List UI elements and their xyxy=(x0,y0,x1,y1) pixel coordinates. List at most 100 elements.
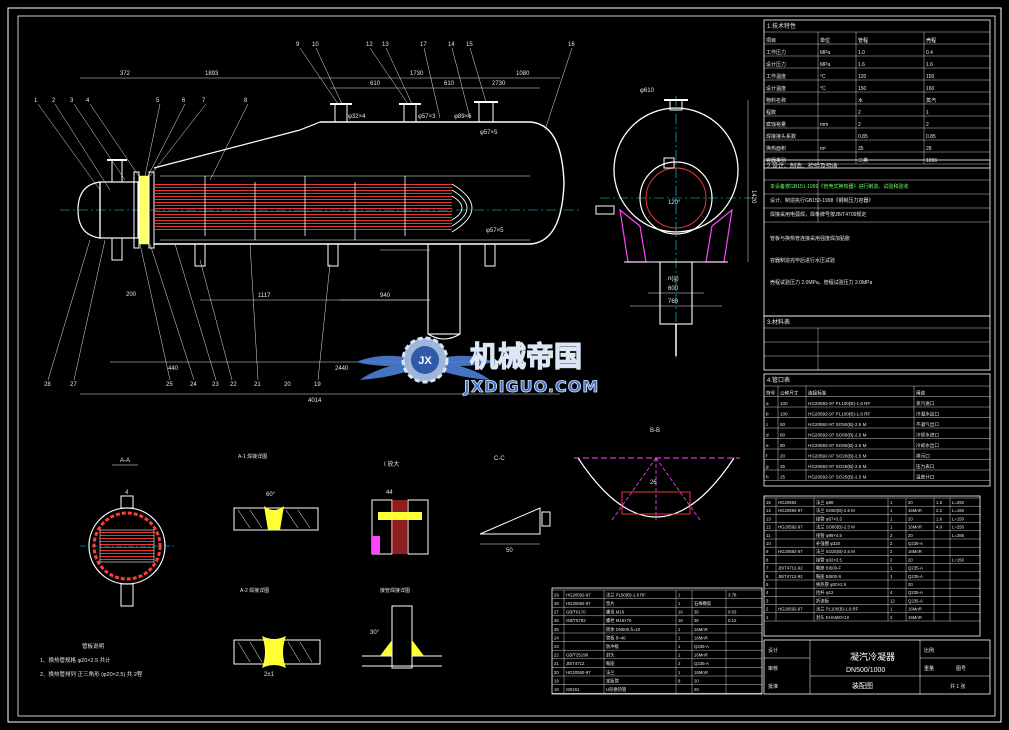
detail-bb-note: 26 xyxy=(650,480,657,486)
table-cell: HG20592-97 PL100(B)-1.6 RF xyxy=(808,401,870,406)
table-cell: 10 xyxy=(766,541,771,546)
table-cell: 2 xyxy=(766,607,769,612)
table-cell: 压力表口 xyxy=(916,463,935,470)
table-cell: JB/T4712 xyxy=(566,661,585,666)
table-cell: 4 xyxy=(890,590,893,595)
u-bend-3 xyxy=(451,195,463,221)
table-cell: 27 xyxy=(554,610,559,615)
table-cell: 2 xyxy=(890,549,893,554)
table-header-cell: 单位 xyxy=(820,37,830,44)
nozzle-bottom-3 xyxy=(484,243,496,267)
nozzle-label-1: φ32×4 xyxy=(348,114,366,120)
table-cell: Q235-A xyxy=(908,541,923,546)
table-cell: 接管 φ32×3.5 xyxy=(816,556,842,563)
callout-left-5: 5 xyxy=(156,98,160,104)
table-cell: 工作压力 xyxy=(766,49,786,56)
table-cell: 16 xyxy=(678,618,683,623)
table-cell: 0.12 xyxy=(728,618,737,623)
detail-bb-box xyxy=(621,491,691,515)
table-cell: 折流板 xyxy=(816,597,830,604)
table-cell: b xyxy=(766,411,769,416)
table-cell: 1 xyxy=(926,110,929,116)
side-left-nozzle xyxy=(595,205,615,215)
detail-cc-title: C-C xyxy=(494,456,505,462)
table-cell: 蒸汽 xyxy=(926,97,936,104)
callout-bottom-1: 28 xyxy=(44,382,51,388)
detail-aa-note: 4 xyxy=(125,490,129,496)
u-bend-2 xyxy=(451,189,468,227)
table-cell: 法兰 PL100(B)-1.6 RF xyxy=(816,606,859,613)
detail-aa-nozzle-bottom xyxy=(120,583,134,607)
detail-a1-weld-bead xyxy=(264,506,284,530)
detail-a2-weld: A-2 焊接详图 2±1 xyxy=(233,587,321,678)
table-cell: 1.5 xyxy=(936,500,943,505)
table-cell: U形换热管 xyxy=(606,686,627,693)
table-cell: 水 xyxy=(858,97,863,104)
table-cell: 15 xyxy=(766,500,771,505)
title-block: 凝汽冷凝器 DN500/1000 装配图 设计 审核 批准 比例 重量 图号 共… xyxy=(763,639,991,695)
table-cell: 2 xyxy=(890,541,893,546)
table-cell: L=150 xyxy=(952,516,965,521)
table-cell: 100 xyxy=(780,411,788,416)
table-cell: 法兰 SO25(B)-2.5 M xyxy=(816,548,855,555)
table-cell: 2 xyxy=(678,661,681,666)
table-cell: HG20592-97 xyxy=(778,508,803,513)
dim-bottom-2: 940 xyxy=(380,293,391,299)
table-cell: GB151 xyxy=(566,687,580,692)
nozzle-table-border xyxy=(763,373,991,487)
detail-a2-weld-bead xyxy=(262,636,286,668)
table-cell: GB/T25198 xyxy=(566,653,589,658)
detail-a1-hatch xyxy=(237,509,311,529)
table-cell: 2 xyxy=(890,615,893,620)
table-cell: 16 xyxy=(678,610,683,615)
table-cell: 物料名称 xyxy=(766,97,786,104)
callout-top-5: 17 xyxy=(420,42,427,48)
title-block-label-4: 比例 xyxy=(924,647,934,654)
callout-top-8: 16 xyxy=(568,42,575,48)
table-cell: L=150 xyxy=(952,557,965,562)
side-view xyxy=(595,96,752,360)
table-cell: 1 xyxy=(890,508,893,513)
table-cell: 程数 xyxy=(766,109,776,116)
table-cell: HG20592-97 SO50(B)-2.5 M xyxy=(808,422,867,427)
table-cell: L=250 xyxy=(952,500,965,505)
watermark-gear-inner xyxy=(411,346,439,374)
callout-top-3: 12 xyxy=(366,42,373,48)
table-cell: 法兰 xyxy=(606,669,615,676)
table-cell: 腐蚀裕量 xyxy=(766,121,786,128)
main-view-labels: 372 1893 610 1730 610 2730 1080 1117 940… xyxy=(34,42,575,404)
callout-bottom-9: 19 xyxy=(314,382,321,388)
table-cell: 35 xyxy=(858,146,864,152)
detail-i-note: 44 xyxy=(386,490,393,496)
table-cell: 23 xyxy=(554,644,559,649)
table-cell: 2 xyxy=(926,122,929,128)
table-cell: f xyxy=(766,453,768,458)
req-row-lines xyxy=(764,179,990,223)
table-cell: 1096 xyxy=(926,158,937,164)
callout-left-2: 2 xyxy=(52,98,56,104)
table-cell: 16MnR xyxy=(694,627,708,632)
table-cell: c xyxy=(766,422,769,427)
table-cell: g xyxy=(766,464,769,469)
table-cell: 1 xyxy=(890,607,893,612)
detail-aa-title: A-A xyxy=(120,458,130,464)
nozzle-label-5: φ57×5 xyxy=(486,228,504,234)
callout-bottom-8: 20 xyxy=(284,382,291,388)
table-cell: 20 xyxy=(554,670,559,675)
callout-bottom-6: 22 xyxy=(230,382,237,388)
table-cell: 石棉橡胶 xyxy=(694,600,712,607)
callout-top-6: 14 xyxy=(448,42,455,48)
detail-i-right xyxy=(407,499,429,555)
req-line-3: 焊接采用电弧焊，焊条牌号按JB/T4709规定 xyxy=(770,211,866,218)
table-cell: 防冲板 xyxy=(606,643,620,650)
req-line-2: 设计、制造执行GB150-1998《钢制压力容器》 xyxy=(770,197,873,204)
side-shell-outer xyxy=(613,107,739,233)
tube-notes: 管板说明 1、换热管规格 φ20×2.5 共计 2、换热管排列 正三角形 (φ2… xyxy=(40,642,143,678)
detail-i-enlarged: I 放大 44 xyxy=(371,460,429,555)
table-cell: HG20592-97 xyxy=(778,525,803,530)
table-cell: 25 xyxy=(554,627,559,632)
table-cell: 16MnR xyxy=(694,635,708,640)
